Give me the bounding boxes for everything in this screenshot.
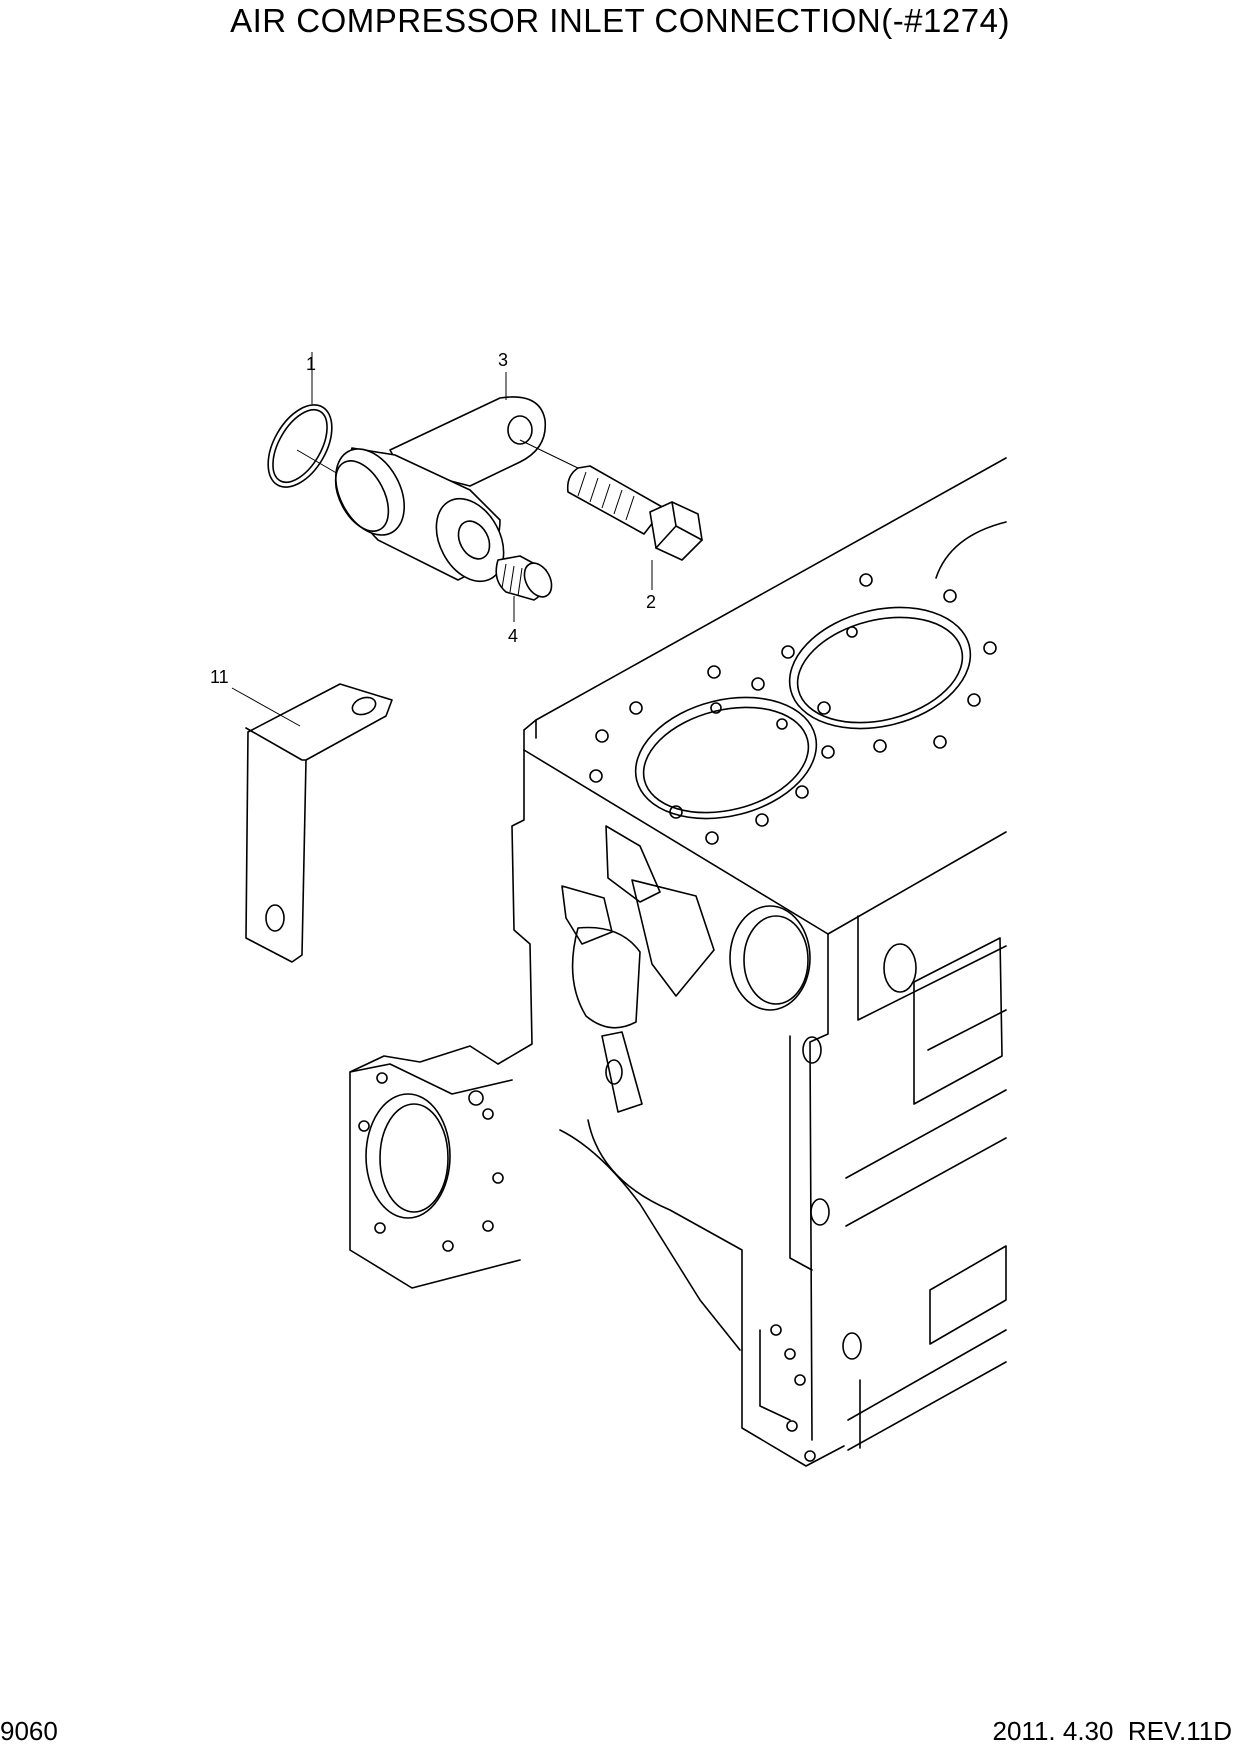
callout-11[interactable]: 11 xyxy=(210,667,229,687)
leader-line-11 xyxy=(231,687,301,727)
callout-1[interactable]: 1 xyxy=(306,354,316,374)
plug-part[interactable] xyxy=(495,555,557,602)
bracket-part[interactable] xyxy=(245,683,393,963)
connector-body-part[interactable] xyxy=(322,396,547,593)
callout-2[interactable]: 2 xyxy=(646,592,656,612)
leader-line-3b xyxy=(519,439,583,471)
hex-bolt-part[interactable] xyxy=(566,465,703,561)
page-code: 9060 xyxy=(0,1716,58,1746)
callout-4[interactable]: 4 xyxy=(508,626,518,646)
page-title: AIR COMPRESSOR INLET CONNECTION(-#1274) xyxy=(230,2,1010,39)
engine-block xyxy=(349,457,1007,1467)
callout-3[interactable]: 3 xyxy=(498,350,508,370)
o-ring-part[interactable] xyxy=(255,394,345,498)
date-revision: 2011. 4.30 REV.11D xyxy=(992,1716,1232,1746)
